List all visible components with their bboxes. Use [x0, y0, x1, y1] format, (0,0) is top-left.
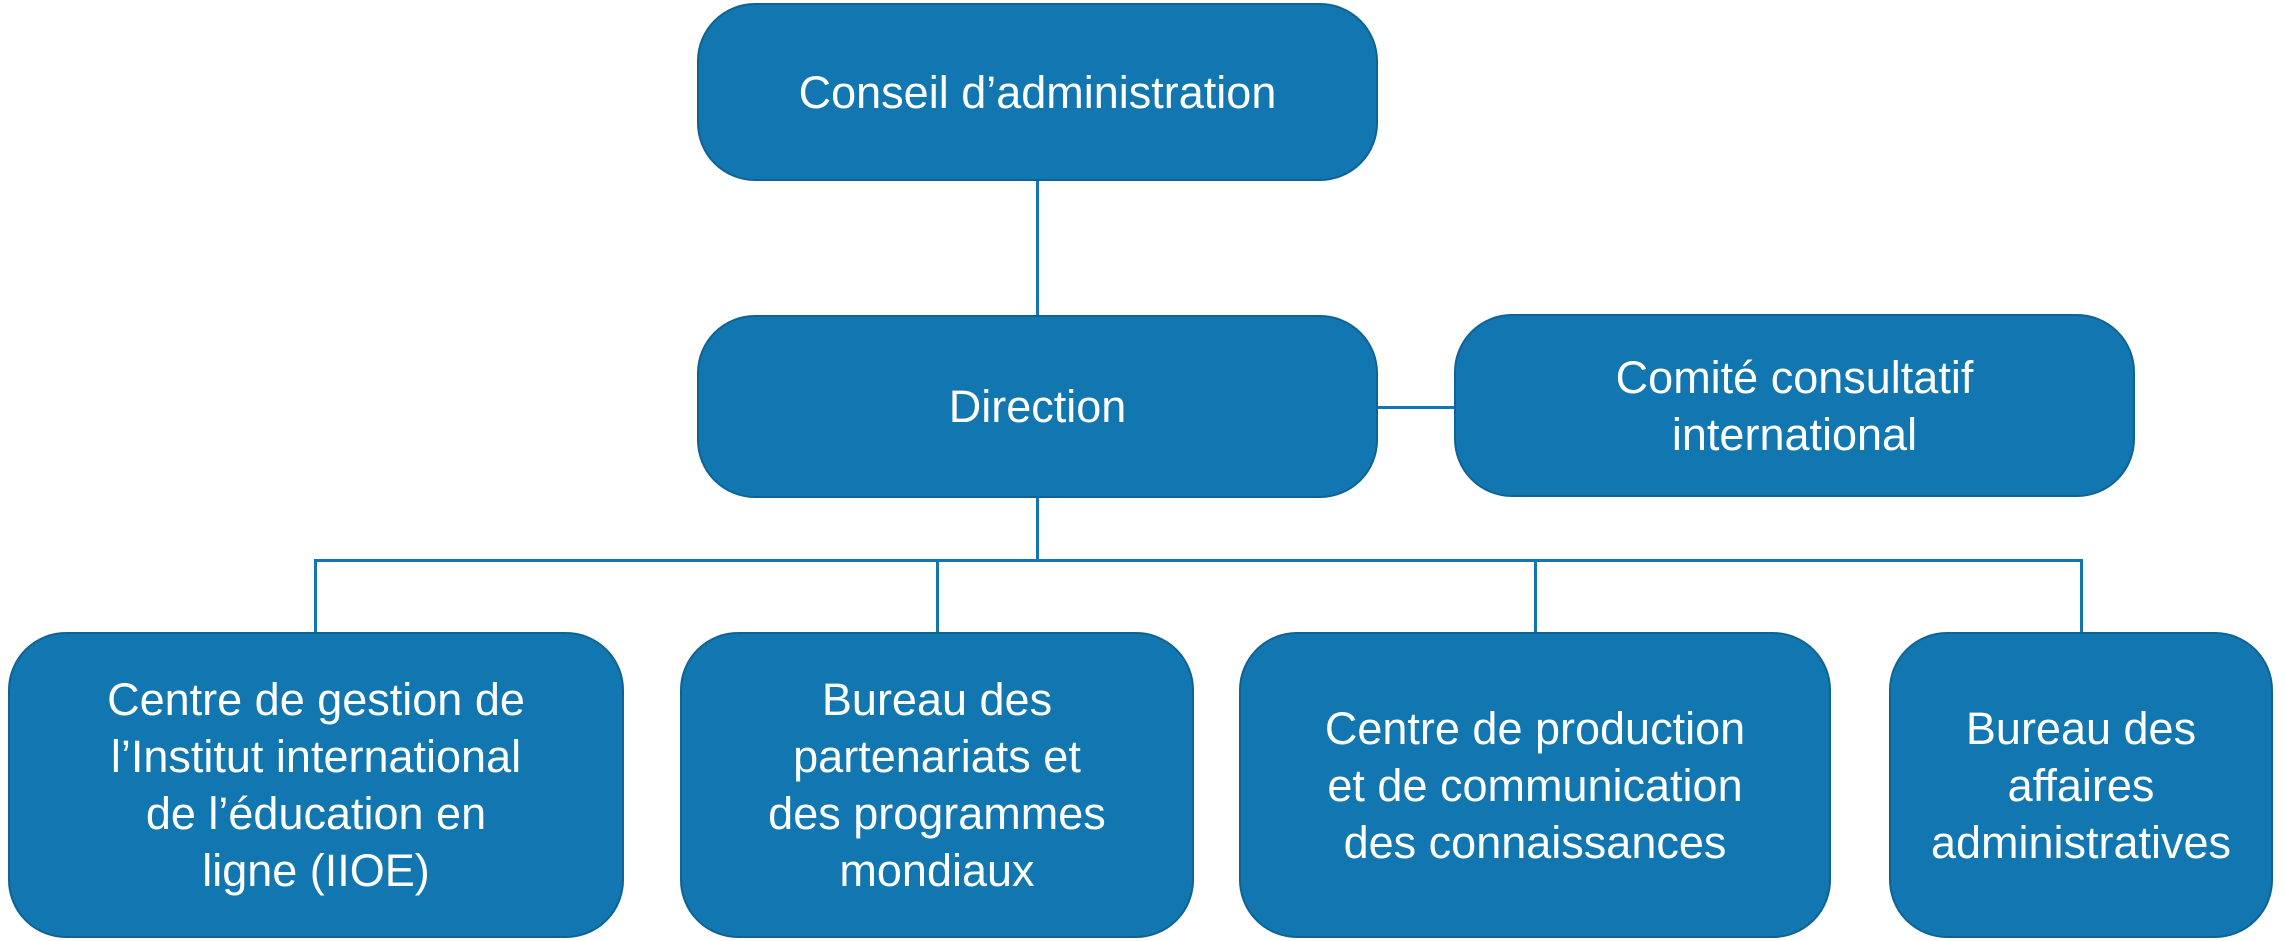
- node-label: Bureau des affaires administratives: [1930, 702, 2232, 868]
- node-bureau-affaires-administratives: Bureau des affaires administratives: [1889, 632, 2273, 938]
- connector-board-direction: [1036, 181, 1039, 315]
- node-centre-gestion-iioe: Centre de gestion de l’Institut internat…: [8, 632, 624, 938]
- connector-drop-iioe: [314, 559, 317, 632]
- connector-drop-partnerships: [936, 559, 939, 632]
- node-centre-production-communication-connaissances: Centre de production et de communication…: [1239, 632, 1831, 938]
- connector-direction-bus: [1036, 498, 1039, 562]
- node-label: Centre de gestion de l’Institut internat…: [107, 674, 525, 896]
- connector-bus: [314, 559, 2083, 562]
- node-label: Bureau des partenariats et des programme…: [768, 674, 1106, 896]
- node-bureau-partenariats-programmes-mondiaux: Bureau des partenariats et des programme…: [680, 632, 1194, 938]
- connector-drop-admin: [2080, 559, 2083, 632]
- connector-direction-committee: [1378, 406, 1454, 409]
- node-conseil-administration: Conseil d’administration: [697, 3, 1378, 181]
- node-label: Comité consultatif international: [1615, 351, 1974, 460]
- node-comite-consultatif-international: Comité consultatif international: [1454, 314, 2135, 497]
- connector-drop-knowledge: [1534, 559, 1537, 632]
- node-label: Direction: [948, 381, 1127, 432]
- node-label: Conseil d’administration: [798, 66, 1277, 118]
- node-direction: Direction: [697, 315, 1378, 498]
- node-label: Centre de production et de communication…: [1324, 702, 1746, 868]
